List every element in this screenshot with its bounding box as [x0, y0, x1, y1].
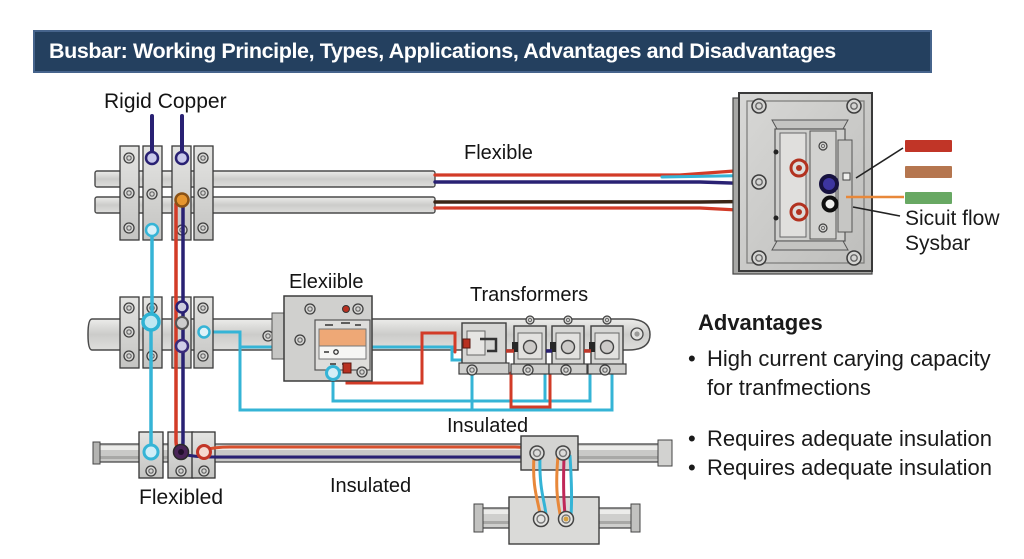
label-flexibled: Flexibled: [139, 486, 224, 509]
legend-caption-line1: Sicuit flow: [905, 207, 1000, 230]
black-terminal: [821, 195, 839, 213]
callout-line-1: [855, 147, 904, 179]
advantages-heading: Advantages: [698, 310, 823, 335]
legend-swatch-red: [905, 140, 952, 152]
advantage-bullet: Requires adequate insulation: [686, 424, 1017, 453]
clamp-terminals: [141, 150, 211, 354]
callout-line-2: [852, 206, 901, 217]
wire-red-u: [509, 371, 552, 409]
label-flexible: Flexible: [464, 142, 533, 164]
legend-caption-line2: Sysbar: [905, 232, 971, 255]
cyan-rail-terminal: [142, 443, 160, 461]
breaker-panel: [732, 92, 873, 275]
mid-clamp-assembly: [508, 435, 600, 545]
advantage-bullet: Requires adequate insulation: [686, 453, 1017, 482]
label-insulated-bottom: Insulated: [330, 475, 412, 497]
loop-orange-2: [555, 454, 562, 516]
elexiible-device: [271, 295, 373, 382]
wire-cyan-loop-b: [331, 369, 592, 403]
red-pin-top: [342, 305, 350, 313]
page-title: Busbar: Working Principle, Types, Applic…: [49, 39, 836, 63]
loop-crimson: [562, 455, 567, 517]
label-transformers: Transformers: [470, 284, 589, 306]
blue-terminal: [819, 174, 839, 194]
red-pin-bottom: [342, 362, 352, 374]
legend-caption: Sicuit flow Sysbar: [905, 206, 1000, 256]
orange-terminal: [174, 192, 190, 208]
label-rigid-copper: Rigid Copper: [104, 90, 227, 113]
legend-swatch-green: [905, 192, 952, 204]
cyan-big-terminal: [141, 312, 161, 332]
legend-swatch-brown: [905, 166, 952, 178]
loop-cyan-1: [538, 455, 548, 517]
transformers-group: [458, 315, 627, 376]
title-banner: Busbar: Working Principle, Types, Applic…: [33, 30, 932, 73]
top-clamps: [119, 145, 214, 241]
advantages-panel: Advantages High current carying capacity…: [686, 310, 1016, 482]
legend: [846, 140, 952, 217]
advantage-bullet: High current carying capacity for tranfm…: [686, 344, 1017, 402]
label-elexiible: Elexiible: [289, 271, 364, 293]
red-rail-terminal: [196, 444, 212, 460]
label-insulated-top: Insulated: [447, 415, 529, 437]
wire-cyan-loop-a: [203, 330, 614, 412]
loop-cyan-2: [568, 454, 574, 517]
orange-module: [318, 328, 367, 347]
loop-orange-1: [532, 454, 542, 516]
wire-cyan-main: [149, 234, 154, 451]
cyan-terminal: [325, 365, 341, 381]
callout-anchor: [842, 172, 851, 181]
rail-terminals: [142, 443, 212, 461]
